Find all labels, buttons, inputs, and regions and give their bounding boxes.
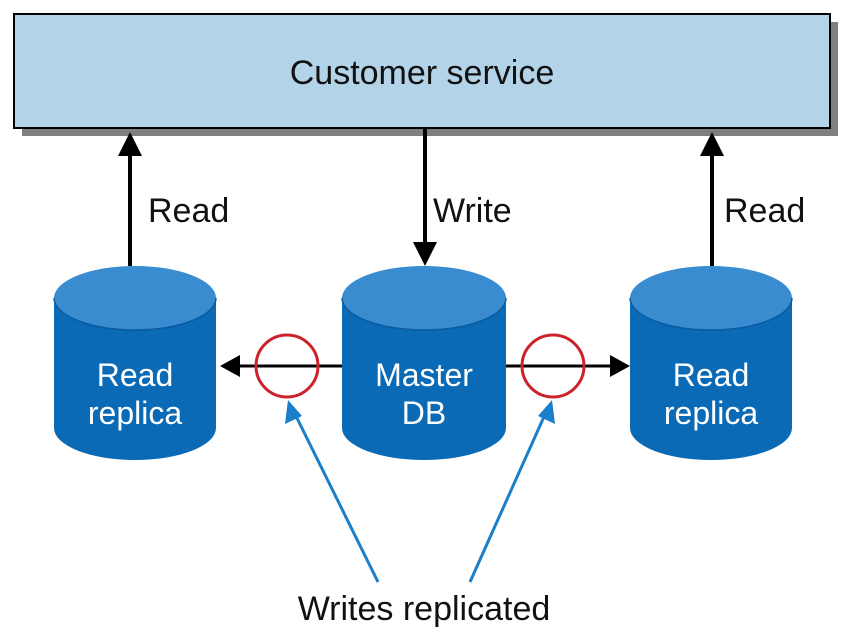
left-read-label: Read <box>148 192 229 230</box>
right-read-arrowhead <box>700 132 724 156</box>
pointer-arrowhead-right <box>538 400 555 424</box>
replication-left-arrowhead <box>220 355 240 377</box>
replication-marker-left <box>254 333 320 399</box>
write-label: Write <box>433 192 512 230</box>
write-arrowhead <box>413 242 437 266</box>
read-replica-left-line2: replica <box>88 395 182 431</box>
pointer-arrow-right <box>468 409 549 583</box>
read-replica-right-db: Read replica <box>629 266 793 460</box>
pointer-arrow-left <box>291 409 380 583</box>
master-db-line2: DB <box>402 395 446 431</box>
customer-service-label: Customer service <box>290 54 555 92</box>
read-replica-right-line1: Read <box>673 357 750 393</box>
master-db: Master DB <box>341 266 507 460</box>
read-replica-right-line2: replica <box>664 395 758 431</box>
read-replica-left-line1: Read <box>97 357 174 393</box>
writes-replicated-label: Writes replicated <box>298 590 551 628</box>
pointer-arrowhead-left <box>285 400 302 424</box>
replication-marker-right <box>520 333 586 399</box>
replication-right-arrowhead <box>610 355 630 377</box>
left-read-arrowhead <box>118 132 142 156</box>
master-db-line1: Master <box>375 357 473 393</box>
read-replica-left-db: Read replica <box>53 266 217 460</box>
right-read-label: Read <box>724 192 805 230</box>
customer-service-box <box>13 13 831 129</box>
